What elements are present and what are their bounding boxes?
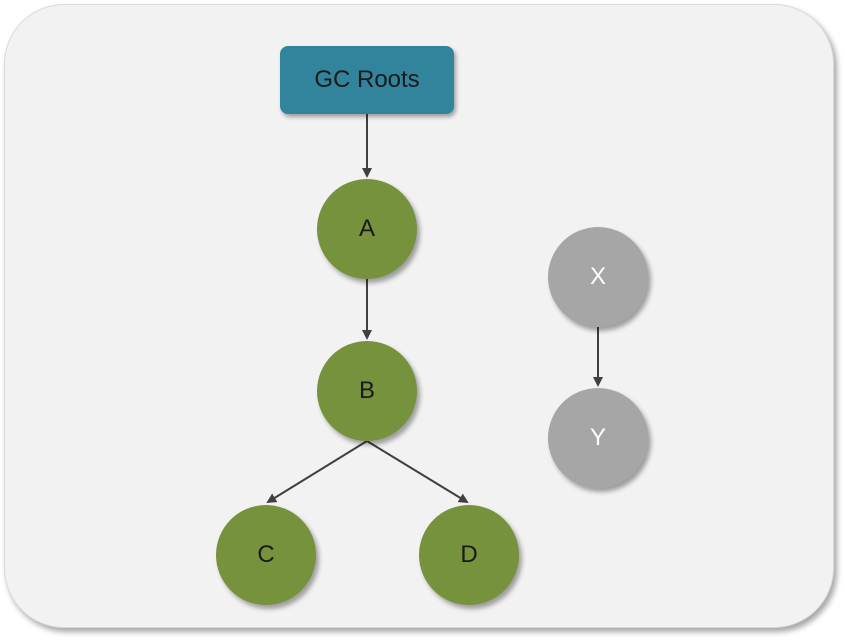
node-c: C <box>216 505 316 605</box>
gc-roots-label: GC Roots <box>314 66 420 93</box>
node-b: B <box>317 341 417 441</box>
node-b-label: B <box>358 377 375 404</box>
node-a: A <box>317 179 417 279</box>
edge-b-c <box>266 440 368 504</box>
node-d-label: D <box>460 541 478 568</box>
node-y: Y <box>548 388 648 488</box>
node-c-label: C <box>257 541 275 568</box>
node-x: X <box>548 227 648 327</box>
node-y-label: Y <box>589 424 606 451</box>
edge-b-d <box>366 440 469 504</box>
gc-roots-box: GC Roots <box>280 46 454 114</box>
node-a-label: A <box>358 215 375 242</box>
node-x-label: X <box>589 263 606 290</box>
node-d: D <box>419 505 519 605</box>
